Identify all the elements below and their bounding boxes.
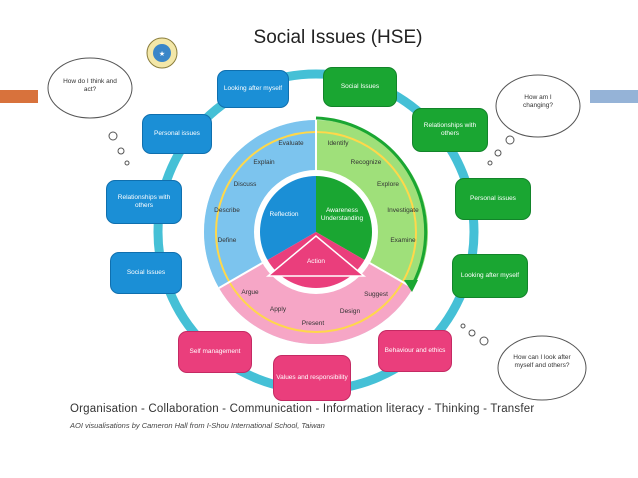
word-design: Design bbox=[339, 308, 361, 315]
box-relationships-right: Relationships with others bbox=[412, 108, 488, 152]
label-awareness: Awareness Understanding bbox=[320, 207, 364, 222]
credit-line: AOI visualisations by Cameron Hall from … bbox=[70, 421, 325, 430]
cloud-text-top-left: How do I think and act? bbox=[63, 78, 117, 93]
word-argue: Argue bbox=[241, 289, 259, 296]
svg-text:★: ★ bbox=[159, 50, 165, 58]
center-triangle bbox=[265, 235, 367, 277]
word-define: Define bbox=[217, 237, 237, 244]
cloud-dot bbox=[479, 336, 489, 346]
cloud-dot bbox=[505, 135, 515, 145]
box-behaviour: Behaviour and ethics bbox=[378, 330, 452, 372]
word-describe: Describe bbox=[214, 207, 240, 214]
cloud-dot bbox=[117, 147, 125, 155]
divider-right bbox=[364, 259, 414, 289]
word-apply: Apply bbox=[269, 306, 287, 313]
box-social-issues-top: Social Issues bbox=[323, 67, 397, 107]
green-arrow bbox=[315, 116, 428, 287]
cloud-dot bbox=[494, 149, 502, 157]
footer-skills: Organisation - Collaboration - Communica… bbox=[70, 403, 535, 415]
left-accent-bar bbox=[0, 90, 38, 103]
diagram-title: Social Issues (HSE) bbox=[253, 27, 423, 48]
word-identify: Identify bbox=[327, 140, 349, 147]
cloud-dot bbox=[468, 329, 476, 337]
cloud-bottom-right bbox=[497, 335, 587, 401]
label-reflection: Reflection bbox=[269, 211, 299, 218]
box-values: Values and responsibility bbox=[273, 355, 351, 401]
box-personal-left: Personal issues bbox=[142, 114, 212, 154]
inner-green bbox=[316, 176, 373, 260]
word-explain: Explain bbox=[253, 159, 275, 166]
cloud-top-left bbox=[47, 57, 133, 119]
box-self-management: Self management bbox=[178, 331, 252, 373]
box-personal-right: Personal issues bbox=[455, 178, 531, 220]
word-evaluate: Evaluate bbox=[278, 140, 304, 147]
cloud-text-bottom-right: How can I look after myself and others? bbox=[513, 354, 571, 369]
label-action: Action bbox=[306, 258, 326, 265]
school-logo: ★ bbox=[146, 37, 178, 69]
word-explore: Explore bbox=[376, 181, 400, 188]
word-suggest: Suggest bbox=[364, 291, 388, 298]
green-arrow-head bbox=[404, 280, 418, 292]
word-discuss: Discuss bbox=[233, 181, 257, 188]
box-looking-after-right: Looking after myself bbox=[452, 254, 528, 298]
word-present: Present bbox=[301, 320, 325, 327]
box-looking-after-top: Looking after myself bbox=[217, 70, 289, 108]
cloud-text-top-right: How am I changing? bbox=[523, 94, 553, 109]
word-investigate: Investigate bbox=[387, 207, 419, 214]
word-examine: Examine bbox=[390, 237, 416, 244]
box-social-issues-left: Social Issues bbox=[110, 252, 182, 294]
cloud-dot bbox=[124, 160, 130, 166]
word-recognize: Recognize bbox=[350, 159, 382, 166]
cloud-dot bbox=[108, 131, 118, 141]
cloud-dot bbox=[460, 323, 466, 329]
cloud-dot bbox=[487, 160, 493, 166]
divider-left bbox=[218, 259, 268, 289]
inner-blue bbox=[259, 176, 316, 260]
right-accent-bar bbox=[590, 90, 638, 103]
box-relationships-left: Relationships with others bbox=[106, 180, 182, 224]
cloud-top-right bbox=[495, 74, 581, 138]
